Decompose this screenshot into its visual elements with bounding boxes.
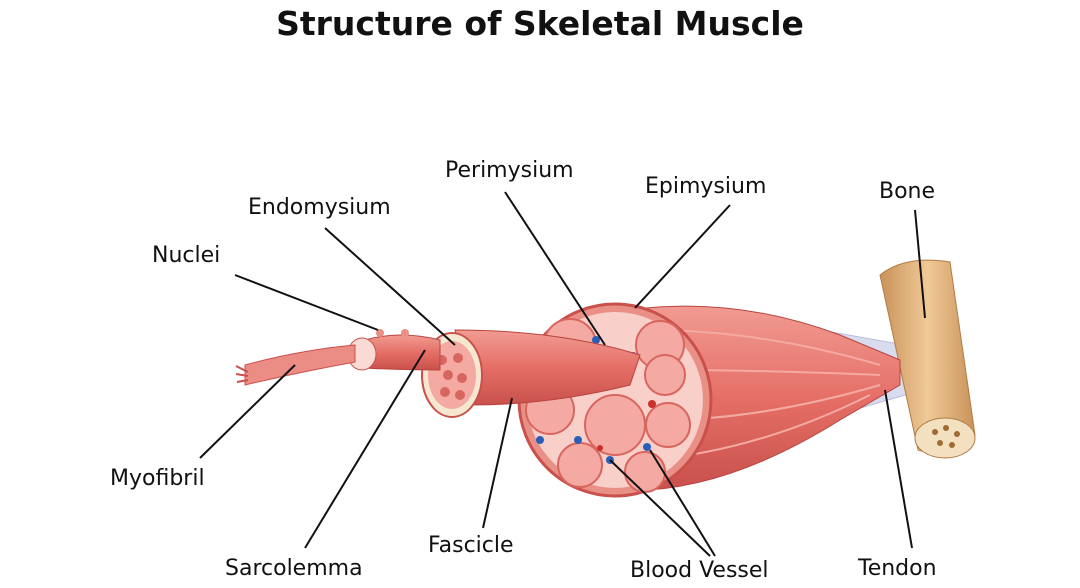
muscle-fiber bbox=[347, 329, 441, 371]
myofibril-line bbox=[199, 364, 296, 459]
label-nuclei: Nuclei bbox=[152, 243, 221, 268]
perimysium-line bbox=[504, 191, 606, 346]
tendon-line bbox=[884, 389, 913, 549]
label-fascicle: Fascicle bbox=[428, 533, 514, 558]
sarcolemma-line bbox=[304, 349, 426, 549]
label-blood-vessel: Blood Vessel bbox=[630, 558, 769, 583]
diagram-title: Structure of Skeletal Muscle bbox=[276, 4, 804, 43]
label-sarcolemma: Sarcolemma bbox=[225, 556, 363, 581]
myofibril bbox=[235, 344, 356, 386]
blood-vessel-line-1 bbox=[609, 459, 711, 557]
label-epimysium: Epimysium bbox=[645, 174, 767, 199]
epimysium-line bbox=[634, 204, 731, 309]
label-tendon: Tendon bbox=[858, 556, 937, 581]
blood-vessel-line-2 bbox=[649, 449, 716, 557]
nuclei-line bbox=[234, 274, 379, 331]
fascicle-line bbox=[482, 397, 513, 529]
bone-line bbox=[914, 209, 926, 319]
label-bone: Bone bbox=[879, 179, 936, 204]
label-myofibril: Myofibril bbox=[110, 466, 205, 491]
endomysium-line bbox=[324, 227, 456, 346]
label-endomysium: Endomysium bbox=[248, 195, 391, 220]
bone bbox=[879, 259, 976, 459]
label-perimysium: Perimysium bbox=[445, 158, 574, 183]
